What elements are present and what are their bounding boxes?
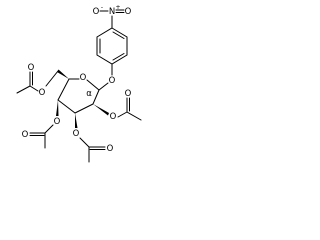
- wedge-c5-c6: [57, 69, 69, 79]
- c3-acetate: O O: [73, 113, 114, 163]
- bond-c1-ringO: [86, 79, 100, 91]
- c4-acetate: O O: [22, 100, 61, 149]
- c3-carbonyl-oxygen: O: [107, 144, 114, 154]
- nitro-oxygen-right: O: [125, 7, 132, 17]
- glycosidic-oxygen: O: [109, 76, 116, 86]
- phenyl-hexagon: [96, 27, 128, 65]
- phenyl-double-2: [112, 53, 125, 61]
- ring-oxygen: O: [80, 73, 87, 83]
- phenyl-double-1: [112, 31, 125, 39]
- nitro-nitrogen: N: [109, 7, 115, 17]
- nitro-oxygen-left: O: [93, 7, 100, 17]
- c2-acetate: O O: [93, 89, 142, 122]
- c6-acetate: O O: [16, 63, 69, 98]
- c6-ester-oxygen: O: [39, 88, 46, 98]
- wedge-c4-o: [56, 100, 59, 116]
- bond-c5-c4: [57, 78, 70, 101]
- bond-glycosidic-o-c1: [98, 82, 109, 91]
- bond-carbonyl-methyl-c2: [126, 111, 142, 121]
- bond-o-carbonyl-c4: [44, 124, 54, 134]
- c6-carbonyl-oxygen: O: [28, 63, 35, 73]
- c4-ester-oxygen: O: [54, 117, 61, 127]
- bond-c4-c3: [57, 99, 76, 114]
- c4-carbonyl-oxygen: O: [22, 130, 29, 140]
- bond-o-carbonyl-c3: [79, 137, 90, 148]
- pyranose-ring: O α: [57, 73, 100, 114]
- c2-carbonyl-oxygen: O: [125, 89, 132, 99]
- nitro-group: O - N + O: [93, 4, 132, 29]
- c2-ester-oxygen: O: [110, 112, 117, 122]
- bond-o-carbonyl-c6: [29, 85, 39, 92]
- c3-ester-oxygen: O: [73, 129, 80, 139]
- wedge-c2-o: [93, 104, 109, 116]
- bond-c3-c2: [74, 103, 94, 114]
- phenyl-ring: [96, 27, 128, 76]
- bond-c2-c1: [92, 89, 100, 105]
- bond-c6-o: [45, 70, 59, 87]
- bond-o-carbonyl-c2: [117, 111, 128, 118]
- structure-drawing: O - N + O O O α O O: [16, 4, 142, 163]
- nitro-nitrogen-charge: +: [115, 4, 120, 11]
- bond-carbonyl-methyl-c6: [16, 85, 31, 94]
- wedge-c3-o: [75, 113, 78, 128]
- anomeric-alpha-label: α: [86, 89, 92, 99]
- nitro-oxygen-left-charge: -: [101, 4, 103, 11]
